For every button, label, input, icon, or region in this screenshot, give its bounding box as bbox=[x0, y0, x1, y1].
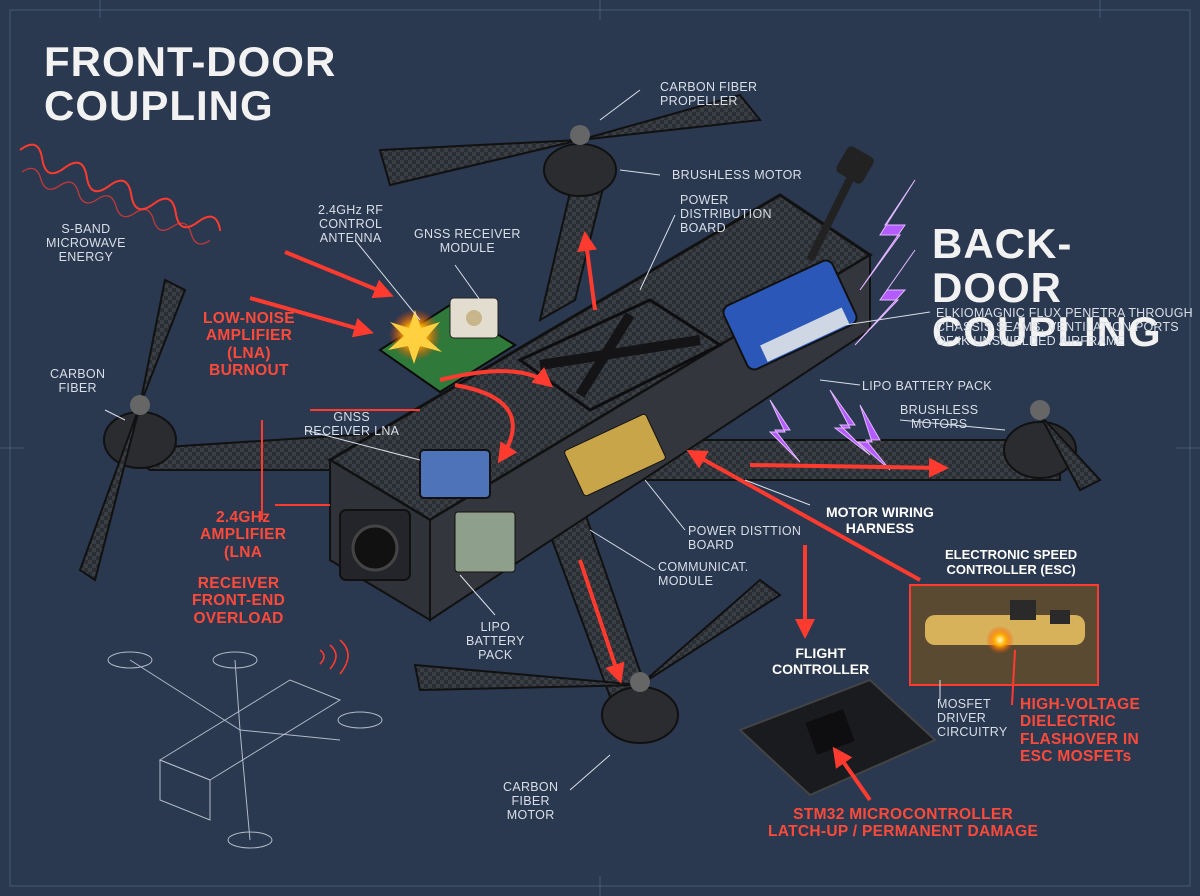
lipo-right-label: LIPO BATTERY PACK bbox=[862, 379, 992, 393]
comm-module bbox=[454, 511, 516, 573]
brushless-motor-label: BRUSHLESS MOTOR bbox=[672, 168, 802, 182]
lipo-battery bbox=[722, 259, 858, 371]
rotor-top bbox=[378, 93, 762, 197]
gnss-lna-module bbox=[419, 449, 491, 499]
rotor-left bbox=[78, 278, 187, 582]
red-arrows bbox=[249, 231, 949, 802]
rotor-bottom bbox=[413, 578, 782, 744]
em-bolts bbox=[768, 179, 916, 471]
rotor-right bbox=[1003, 400, 1102, 492]
microwave-wave bbox=[19, 143, 222, 232]
wireframe-drone bbox=[107, 651, 383, 849]
comm-module-label: COMMUNICAT.MODULE bbox=[658, 560, 749, 588]
vtx-antenna bbox=[836, 146, 874, 184]
leader-lines bbox=[104, 89, 1006, 791]
pdb-board bbox=[564, 413, 666, 497]
